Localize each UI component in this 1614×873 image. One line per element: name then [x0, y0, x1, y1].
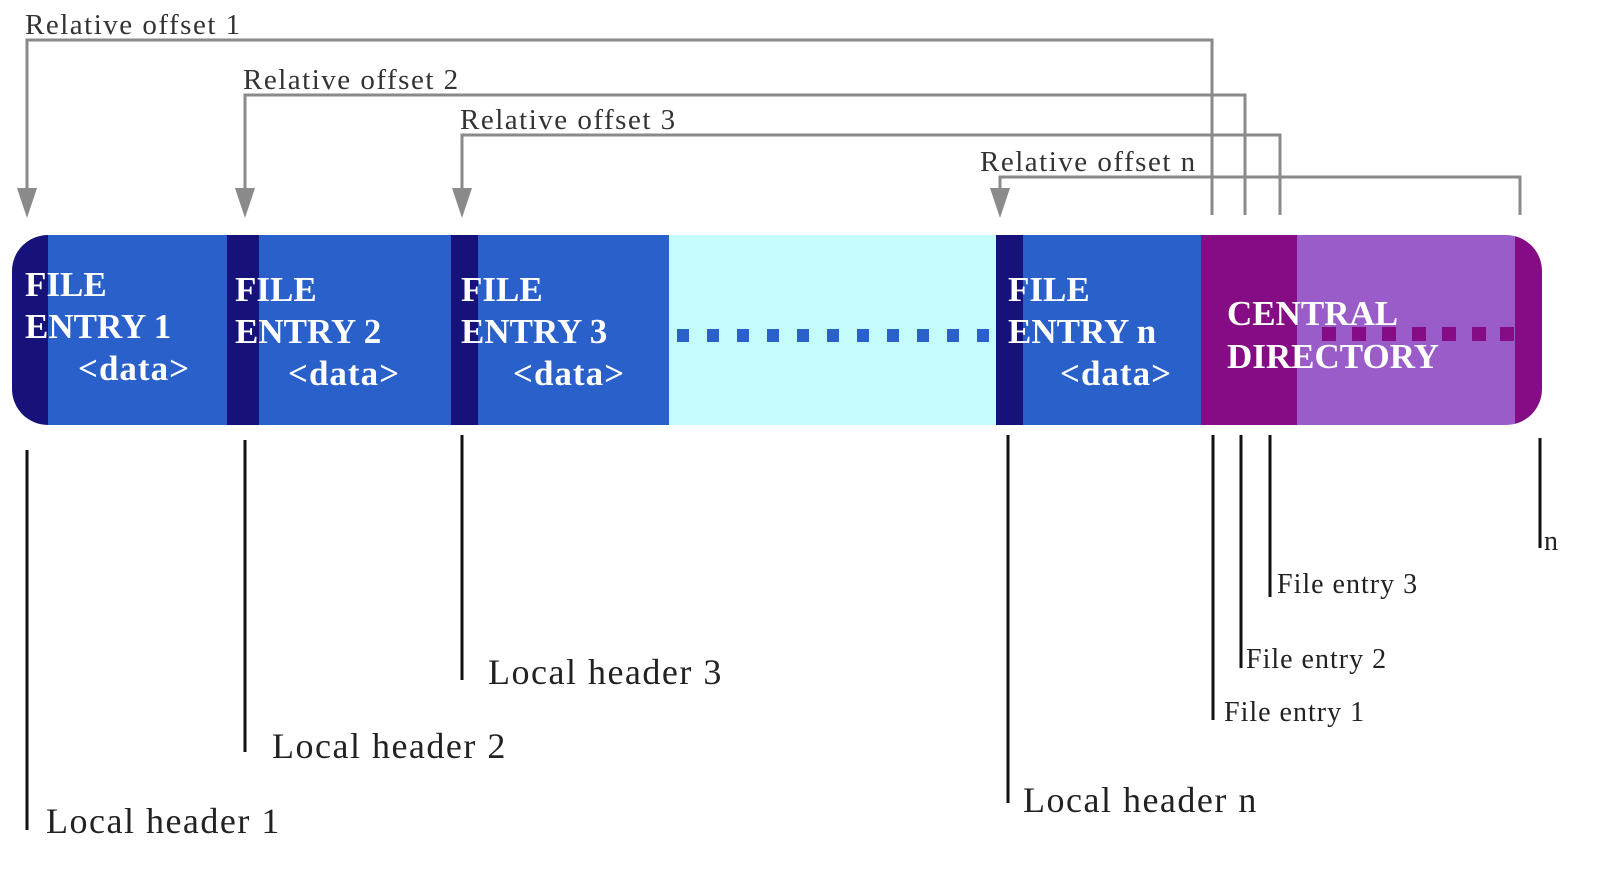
arrowhead-down-icon — [990, 188, 1010, 218]
local-header-lines — [25, 435, 1010, 830]
file-entry-1-body — [48, 235, 227, 425]
file-entry-n-title: FILE — [1008, 270, 1090, 309]
file-entry-2-data: <data> — [288, 354, 400, 393]
dir-entry-3-label: File entry 3 — [1277, 569, 1418, 600]
central-directory-dark — [1201, 235, 1297, 425]
file-entry-1-data: <data> — [78, 349, 190, 388]
relative-offset-n-label: Relative offset n — [980, 146, 1197, 178]
offset-n-line — [998, 175, 1522, 215]
offset-2-line — [243, 93, 1247, 215]
archive-bar — [12, 235, 1542, 425]
file-entry-3-data: <data> — [513, 354, 625, 393]
dir-entry-1-label: File entry 1 — [1224, 697, 1365, 728]
local-header-band-n — [996, 235, 1023, 425]
offset-arrowheads — [17, 188, 1010, 218]
relative-offset-3-label: Relative offset 3 — [460, 104, 677, 136]
local-header-n-label: Local header n — [1023, 780, 1258, 820]
central-directory-dots — [1322, 327, 1514, 341]
local-header-band-2 — [227, 235, 259, 425]
dir-entry-2-label: File entry 2 — [1246, 644, 1387, 675]
central-directory-end — [1515, 235, 1542, 425]
local-header-band-3 — [451, 235, 478, 425]
dir-entry-n-label: n — [1544, 526, 1559, 557]
file-entry-3-subtitle: ENTRY 3 — [461, 312, 607, 351]
relative-offset-2-label: Relative offset 2 — [243, 64, 460, 96]
file-entry-n-body — [1023, 235, 1201, 425]
relative-offset-1-label: Relative offset 1 — [25, 9, 242, 41]
file-entry-3-title: FILE — [461, 270, 543, 309]
arrowhead-down-icon — [17, 188, 37, 218]
relative-offset-arrows — [25, 38, 1522, 215]
offset-3-line — [460, 133, 1282, 215]
file-entry-n-data: <data> — [1060, 354, 1172, 393]
directory-entry-lines — [1211, 435, 1542, 720]
local-header-band-1 — [12, 235, 48, 425]
file-entry-2-title: FILE — [235, 270, 317, 309]
gap-dots — [677, 329, 989, 342]
local-header-2-label: Local header 2 — [272, 726, 507, 766]
file-entry-3-body — [478, 235, 669, 425]
local-header-3-label: Local header 3 — [488, 652, 723, 692]
central-directory-line-2: DIRECTORY — [1227, 337, 1439, 376]
file-entry-1-title: FILE — [25, 265, 107, 304]
offset-1-line — [25, 38, 1214, 215]
arrowhead-down-icon — [452, 188, 472, 218]
arrowhead-down-icon — [235, 188, 255, 218]
local-header-1-label: Local header 1 — [46, 801, 281, 841]
file-entry-2-subtitle: ENTRY 2 — [235, 312, 381, 351]
central-directory-line-1: CENTRAL — [1227, 294, 1398, 333]
file-entry-1-subtitle: ENTRY 1 — [25, 307, 171, 346]
file-entry-n-subtitle: ENTRY n — [1008, 312, 1156, 351]
file-entry-2-body — [259, 235, 451, 425]
